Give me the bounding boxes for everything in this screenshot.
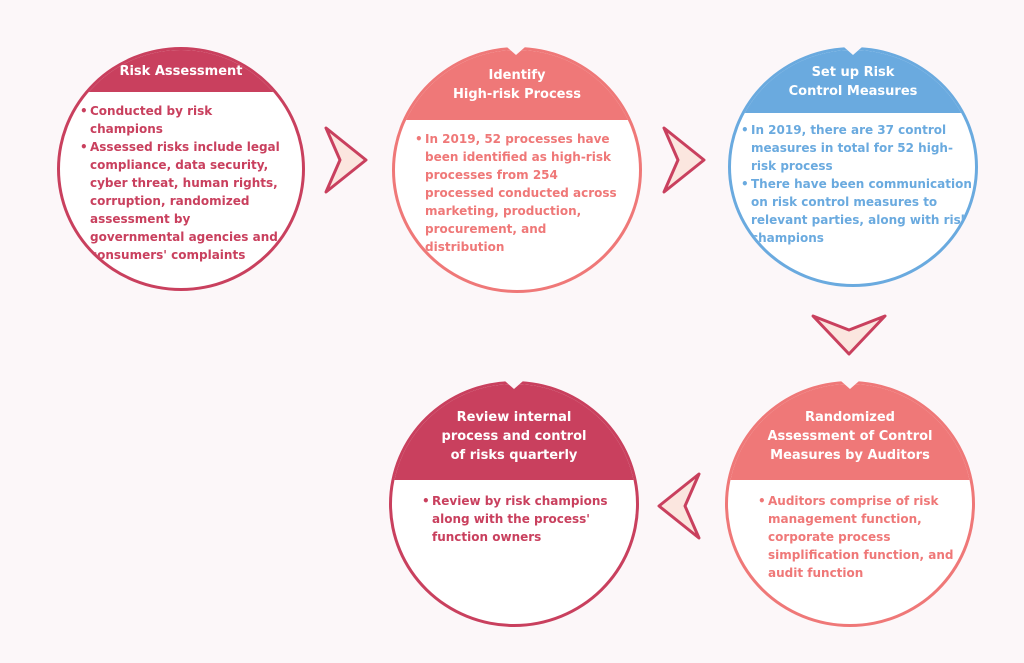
step-title: Risk Assessment: [60, 50, 302, 92]
arrow-right-icon: [324, 126, 368, 194]
step-title: Review internal process and control of r…: [392, 384, 636, 480]
bullet-point: Assessed risks include legal compliance,…: [80, 138, 280, 264]
step-body: In 2019, there are 37 control measures i…: [741, 121, 973, 247]
notch-marker: [499, 40, 533, 55]
step-title: Randomized Assessment of Control Measure…: [728, 384, 972, 480]
step-risk-assessment: Risk Assessment Conducted by risk champi…: [57, 47, 305, 291]
step-set-up-risk-control-measures: Set up Risk Control Measures In 2019, th…: [728, 47, 978, 287]
step-body: Auditors comprise of risk management fun…: [758, 492, 958, 582]
bullet-point: In 2019, 52 processes have been identifi…: [415, 130, 625, 256]
bullet-point: Review by risk champions along with the …: [422, 492, 622, 546]
notch-marker: [497, 374, 531, 389]
notch-marker: [833, 374, 867, 389]
arrow-left-icon: [657, 472, 701, 540]
step-identify-high-risk-process: Identify High-risk Process In 2019, 52 p…: [392, 47, 642, 293]
arrow-right-icon: [662, 126, 706, 194]
bullet-point: Auditors comprise of risk management fun…: [758, 492, 958, 582]
step-body: In 2019, 52 processes have been identifi…: [415, 130, 625, 256]
notch-marker: [836, 40, 870, 55]
step-title: Set up Risk Control Measures: [731, 50, 975, 113]
step-title: Identify High-risk Process: [395, 50, 639, 120]
arrow-down-icon: [811, 314, 887, 356]
bullet-point: In 2019, there are 37 control measures i…: [741, 121, 973, 175]
bullet-point: Conducted by risk champions: [80, 102, 280, 138]
bullet-point: There have been communication on risk co…: [741, 175, 973, 247]
step-body: Conducted by risk champions Assessed ris…: [80, 102, 280, 264]
step-body: Review by risk champions along with the …: [422, 492, 622, 546]
step-randomized-assessment: Randomized Assessment of Control Measure…: [725, 381, 975, 627]
step-review-internal-process: Review internal process and control of r…: [389, 381, 639, 627]
